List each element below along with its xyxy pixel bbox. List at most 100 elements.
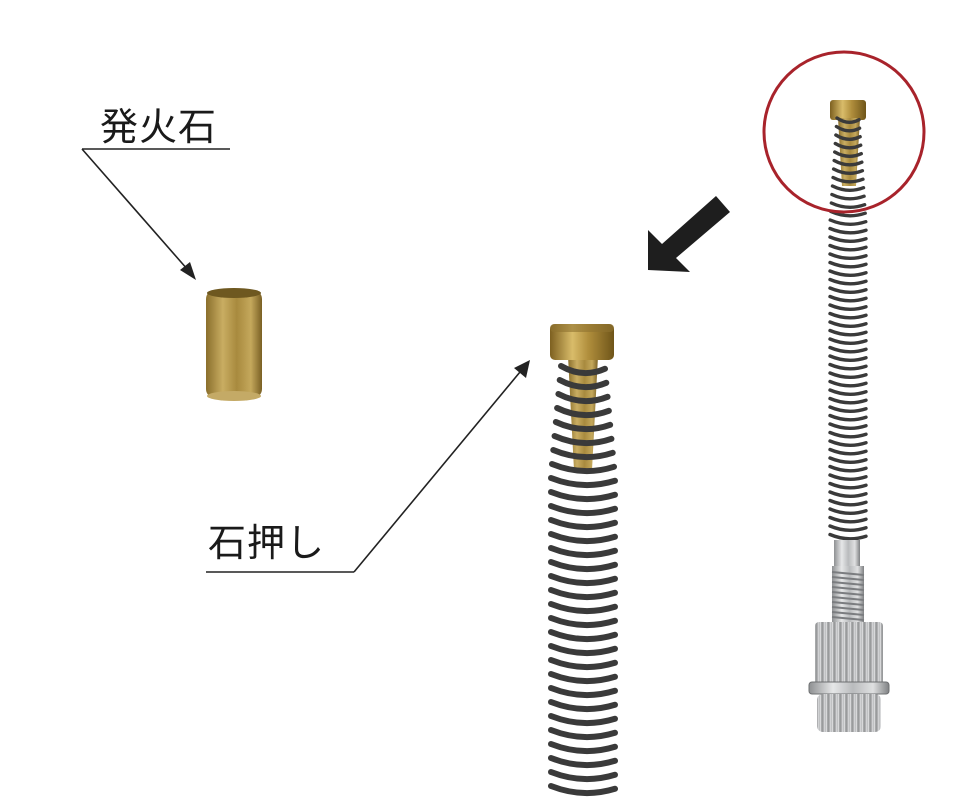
spring-coil (828, 473, 868, 481)
thread-line (831, 571, 865, 576)
spring-coil (828, 303, 868, 311)
flint-pusher-label: 石押し (208, 521, 326, 565)
spring-coil (828, 243, 868, 252)
highlight-circle (762, 50, 926, 214)
spring-coil (828, 388, 868, 396)
spring-coil (548, 601, 618, 615)
spring-coil (828, 439, 868, 447)
thread-line (831, 606, 865, 611)
spring-coil (833, 150, 863, 158)
full-assembly (808, 100, 890, 732)
spring-coil (831, 167, 865, 175)
spring-coil (548, 699, 618, 713)
spring-coil (550, 447, 616, 460)
spring-coil (556, 377, 610, 391)
spring-coil (834, 133, 862, 141)
spring-coil (828, 532, 868, 541)
spring-coil (828, 464, 868, 473)
spring-coil (834, 124, 862, 133)
spring-coil (828, 277, 868, 286)
spring-coil (828, 481, 868, 490)
spring-coil (828, 507, 868, 515)
spring-coil (828, 371, 868, 379)
spring-coil (832, 158, 864, 167)
spring-coil (548, 629, 618, 643)
spring-coil (554, 405, 612, 418)
spring-coil (548, 587, 618, 601)
spring-coil (551, 433, 615, 446)
spring-coil (548, 769, 618, 783)
spring-coil (548, 741, 618, 755)
thread-line (831, 586, 865, 591)
spring-coil (828, 396, 868, 405)
spring-coil (835, 116, 861, 124)
spring-coil (828, 524, 868, 532)
thread-line (831, 596, 865, 601)
thread-line (831, 591, 865, 596)
flint-label: 発火石 (100, 105, 218, 149)
spring-coil (548, 727, 618, 741)
spring-coil (828, 379, 868, 388)
spring-coil (828, 218, 868, 226)
spring-coil (828, 430, 868, 439)
bold-arrow-down-left-icon (648, 196, 730, 272)
spring-coil (552, 419, 614, 432)
thread-line (831, 611, 865, 616)
spring-coil (548, 517, 618, 531)
spring-coil (548, 615, 618, 629)
spring-coil (548, 783, 618, 797)
thread-line (831, 581, 865, 586)
spring-coil (828, 337, 868, 345)
spring-coil (548, 475, 618, 489)
spring-coil (548, 461, 618, 475)
spring-coil (828, 498, 868, 507)
spring-coil (828, 447, 868, 456)
spring-coil (548, 531, 618, 545)
spring-coil (548, 671, 618, 685)
spring-coil (555, 391, 611, 405)
spring-coil (828, 286, 868, 294)
spring-coil (828, 422, 868, 430)
thread-line (831, 576, 865, 581)
spring-coil (828, 294, 868, 303)
spring-coil (828, 456, 868, 464)
spring-coil (828, 362, 868, 371)
spring-coil (828, 490, 868, 498)
spring-coil (828, 260, 868, 269)
spring-coil (829, 201, 867, 209)
spring-coil (548, 657, 618, 671)
spring-coil (828, 354, 868, 362)
pusher-leader-line (206, 360, 530, 573)
spring-coil (548, 685, 618, 699)
spring-coil (828, 320, 868, 328)
spring-coil (828, 226, 868, 235)
spring-coil (828, 405, 868, 413)
spring-coil (828, 345, 868, 354)
thread-line (831, 601, 865, 606)
spring-coil (548, 755, 618, 769)
spring-coil (548, 573, 618, 587)
spring-coil (830, 184, 866, 192)
spring-coil (548, 559, 618, 573)
spring-coil (558, 363, 608, 377)
spring-coil (548, 713, 618, 727)
flint-part (206, 288, 262, 401)
thread-line (831, 616, 865, 621)
flint-leader-line (81, 148, 230, 280)
spring-coil (831, 175, 865, 184)
spring-coil (548, 489, 618, 503)
spring-coil (548, 643, 618, 657)
spring-coil (828, 235, 868, 243)
spring-coil (828, 328, 868, 337)
flint-pusher-closeup (548, 324, 618, 797)
spring-coil (548, 503, 618, 517)
spring-coil (828, 413, 868, 422)
spring-coil (548, 545, 618, 559)
spring-coil (833, 141, 863, 150)
spring-coil (828, 252, 868, 260)
spring-coil (828, 311, 868, 320)
spring-coil (830, 192, 866, 201)
spring-coil (828, 269, 868, 277)
